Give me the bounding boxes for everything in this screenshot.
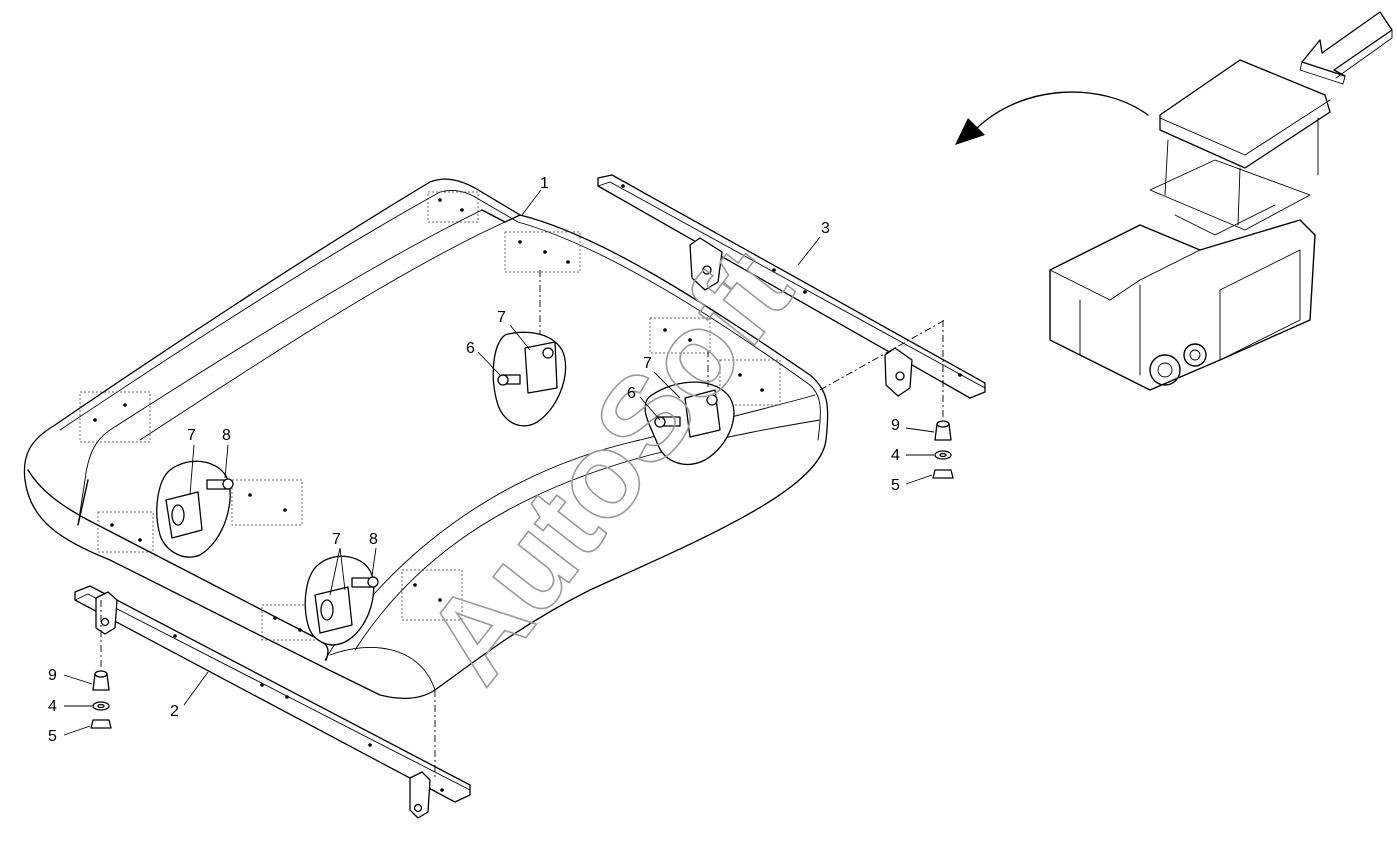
callout-leaders [63,189,935,736]
callout-labels: 1 3 2 7 6 7 6 7 8 7 8 9 4 5 9 4 5 [48,175,900,745]
callout-4-right: 4 [891,447,900,464]
hardware-left [90,670,112,729]
callout-9-right: 9 [891,417,900,434]
view-direction-arrow-icon [1299,11,1393,85]
callout-1: 1 [540,175,549,192]
bracket-detail-front [304,555,379,646]
callout-8-left: 8 [222,427,231,444]
callout-3: 3 [821,220,830,237]
front-rail [74,585,471,819]
callout-4-left: 4 [48,698,57,715]
callout-9-left: 9 [48,667,57,684]
callout-5-left: 5 [48,728,57,745]
callout-7-front: 7 [332,531,341,548]
roof-panel [23,178,829,699]
callout-5-right: 5 [891,477,900,494]
callout-2: 2 [170,703,179,720]
callout-6-right: 6 [627,385,636,402]
hardware-right [932,420,954,479]
bracket-detail-left [156,460,234,558]
bracket-detail-right [644,381,735,465]
paver-machine-overview [1049,59,1331,391]
pad-holes [93,198,764,632]
bracket-detail-center [492,331,567,427]
callout-7-left: 7 [187,427,196,444]
rear-rail [597,174,986,399]
callout-6-center: 6 [466,340,475,357]
callout-7-right: 7 [643,355,652,372]
rotation-arrow-icon [955,91,1149,145]
callout-7-center: 7 [497,309,506,326]
alignment-lines [100,270,946,780]
callout-8-front: 8 [369,531,378,548]
